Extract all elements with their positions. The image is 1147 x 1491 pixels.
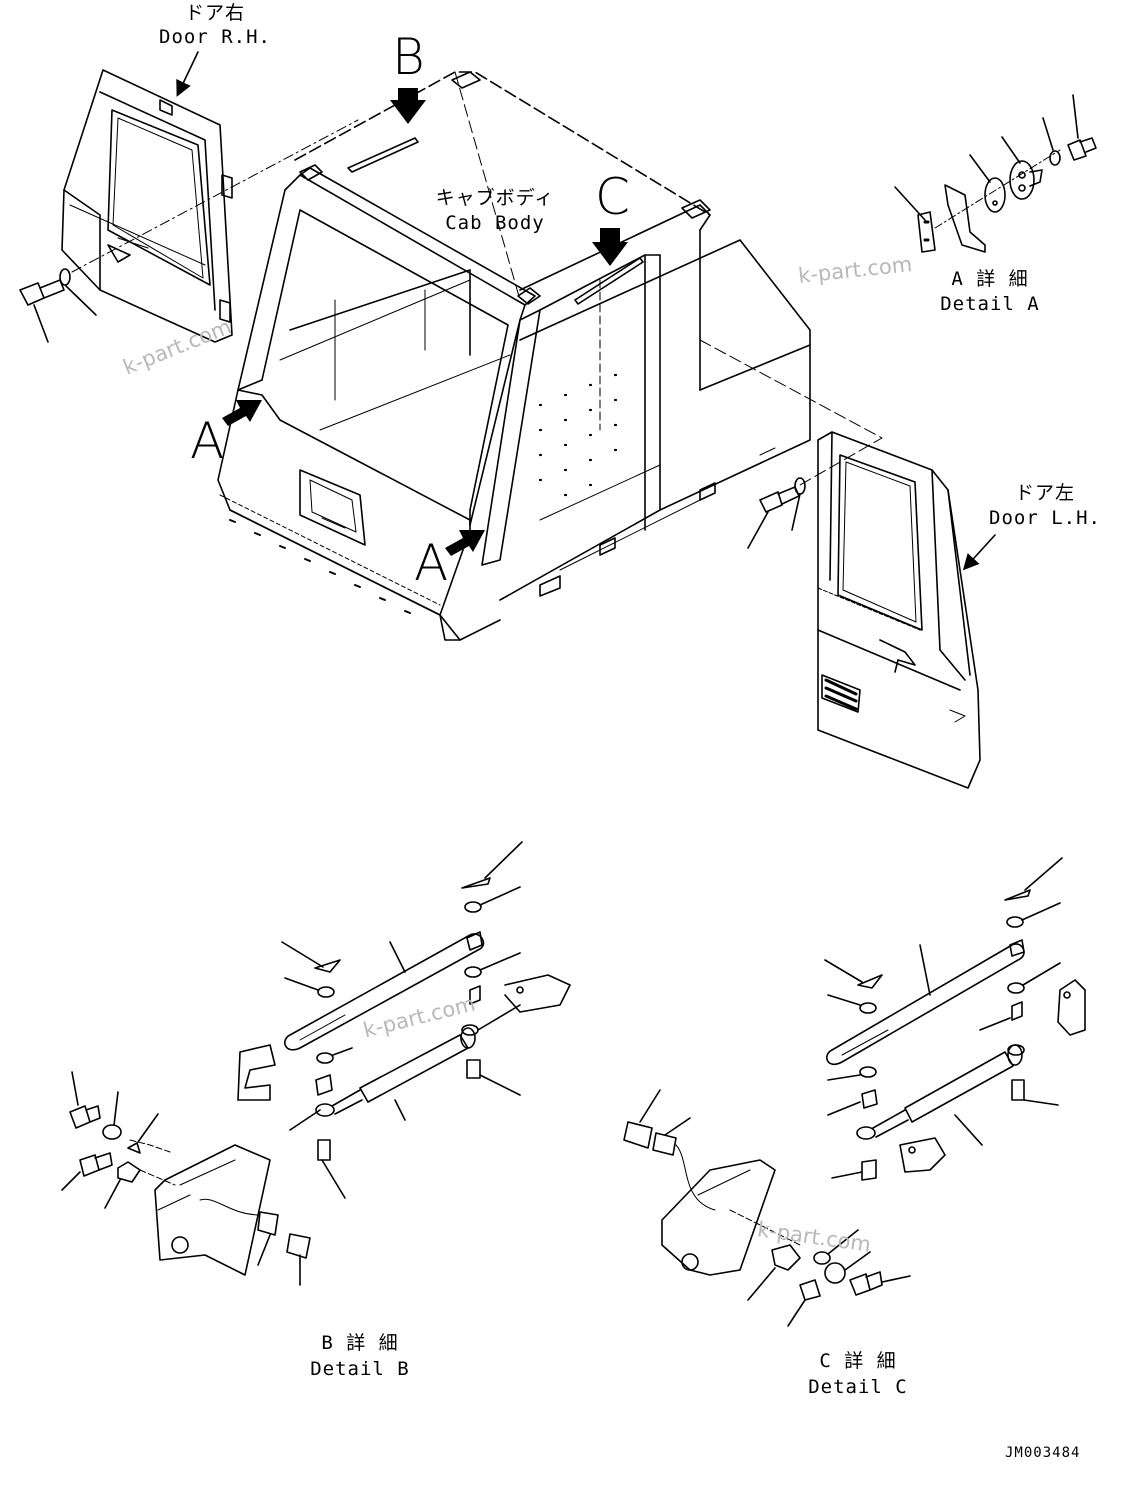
detail-c-label-jp: C 詳 細 bbox=[819, 1350, 897, 1372]
door-lh-attach-line bbox=[699, 339, 883, 486]
door-lh-label-en: Door L.H. bbox=[989, 507, 1101, 529]
drawing-number: JM003484 bbox=[1005, 1445, 1081, 1461]
door-lh-label-jp: ドア左 bbox=[1014, 482, 1075, 504]
callout-arrow-a-bottom bbox=[445, 530, 485, 556]
callout-arrow-a-left bbox=[222, 400, 262, 426]
detail-b-label-jp: B 詳 細 bbox=[321, 1332, 399, 1354]
callout-a-bottom: A bbox=[414, 534, 449, 592]
door-lh-bolt bbox=[747, 477, 806, 549]
callout-a-left: A bbox=[190, 412, 225, 470]
detail-c-parts bbox=[623, 857, 1086, 1327]
callout-c: C bbox=[595, 168, 630, 226]
detail-b-parts bbox=[61, 841, 571, 1286]
door-rh-leader bbox=[176, 51, 199, 97]
door-lh-leader bbox=[962, 534, 996, 571]
detail-c-label-en: Detail C bbox=[808, 1376, 908, 1398]
door-rh-label-en: Door R.H. bbox=[159, 26, 271, 48]
door-rh-label-jp: ドア右 bbox=[184, 2, 245, 24]
door-lh bbox=[817, 431, 981, 789]
detail-b-label-en: Detail B bbox=[310, 1358, 410, 1380]
cab-body bbox=[217, 71, 811, 641]
callout-arrow-c bbox=[592, 228, 628, 266]
callout-arrow-b bbox=[390, 88, 426, 124]
detail-a-label-jp: A 詳 細 bbox=[951, 268, 1029, 290]
detail-a-parts bbox=[894, 94, 1097, 253]
detail-a-label-en: Detail A bbox=[940, 293, 1040, 315]
door-rh-bolt bbox=[19, 119, 359, 343]
cab-body-label-jp: キャブボディ bbox=[435, 187, 555, 209]
cab-body-label-en: Cab Body bbox=[445, 212, 545, 234]
door-rh bbox=[61, 69, 233, 343]
callout-b: B bbox=[392, 28, 425, 86]
